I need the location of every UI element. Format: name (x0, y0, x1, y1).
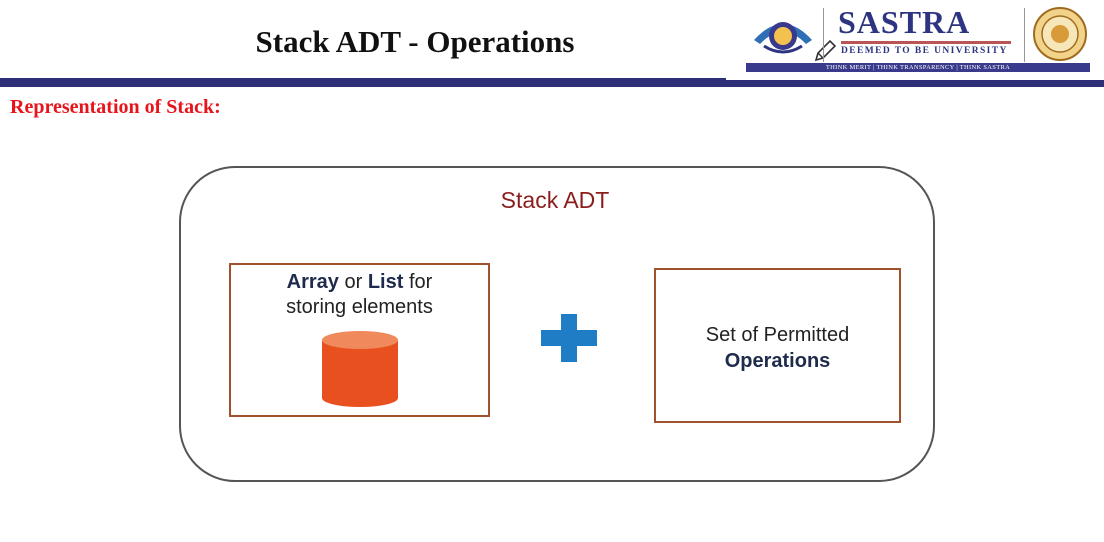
or-word: or (338, 271, 368, 293)
storage-box (229, 263, 490, 417)
university-logo: SASTRA DEEMED TO BE UNIVERSITY THINK MER… (746, 4, 1094, 74)
slide-title-main: Stack ADT (255, 24, 401, 59)
title-rule (0, 78, 1104, 87)
logo-divider (823, 8, 824, 62)
stack-adt-title: Stack ADT (500, 187, 610, 213)
array-word: Array (286, 271, 339, 293)
for-word: for (403, 271, 433, 293)
operations-text: Set of Permitted Operations (654, 322, 901, 374)
operations-line-1: Set of Permitted (705, 324, 850, 346)
logo-divider-2 (1024, 8, 1025, 62)
slide-title: Stack ADT - Operations (0, 24, 830, 60)
emblem-icon (754, 22, 812, 54)
section-heading: Representation of Stack: (10, 96, 221, 118)
operations-box (654, 268, 901, 423)
seal-icon (1033, 7, 1087, 61)
stack-adt-container (179, 166, 935, 482)
plus-icon (541, 314, 597, 362)
logo-fineprint-bar (841, 41, 1011, 44)
logo-strip: THINK MERIT | THINK TRANSPARENCY | THINK… (746, 63, 1090, 72)
list-word: List (367, 271, 404, 293)
storage-line-2: storing elements (286, 296, 433, 318)
logo-wordmark: SASTRA (838, 4, 971, 40)
slide-title-separator: - (400, 24, 427, 59)
pencil-icon (814, 39, 837, 62)
logo-tagline: DEEMED TO BE UNIVERSITY (841, 46, 1008, 56)
title-rule-gap (726, 78, 1104, 80)
slide-title-sub: Operations (426, 24, 575, 59)
operations-line-2: Operations (724, 350, 831, 372)
storage-text: Array or List for storing elements (229, 270, 490, 320)
cylinder-icon (322, 331, 398, 407)
